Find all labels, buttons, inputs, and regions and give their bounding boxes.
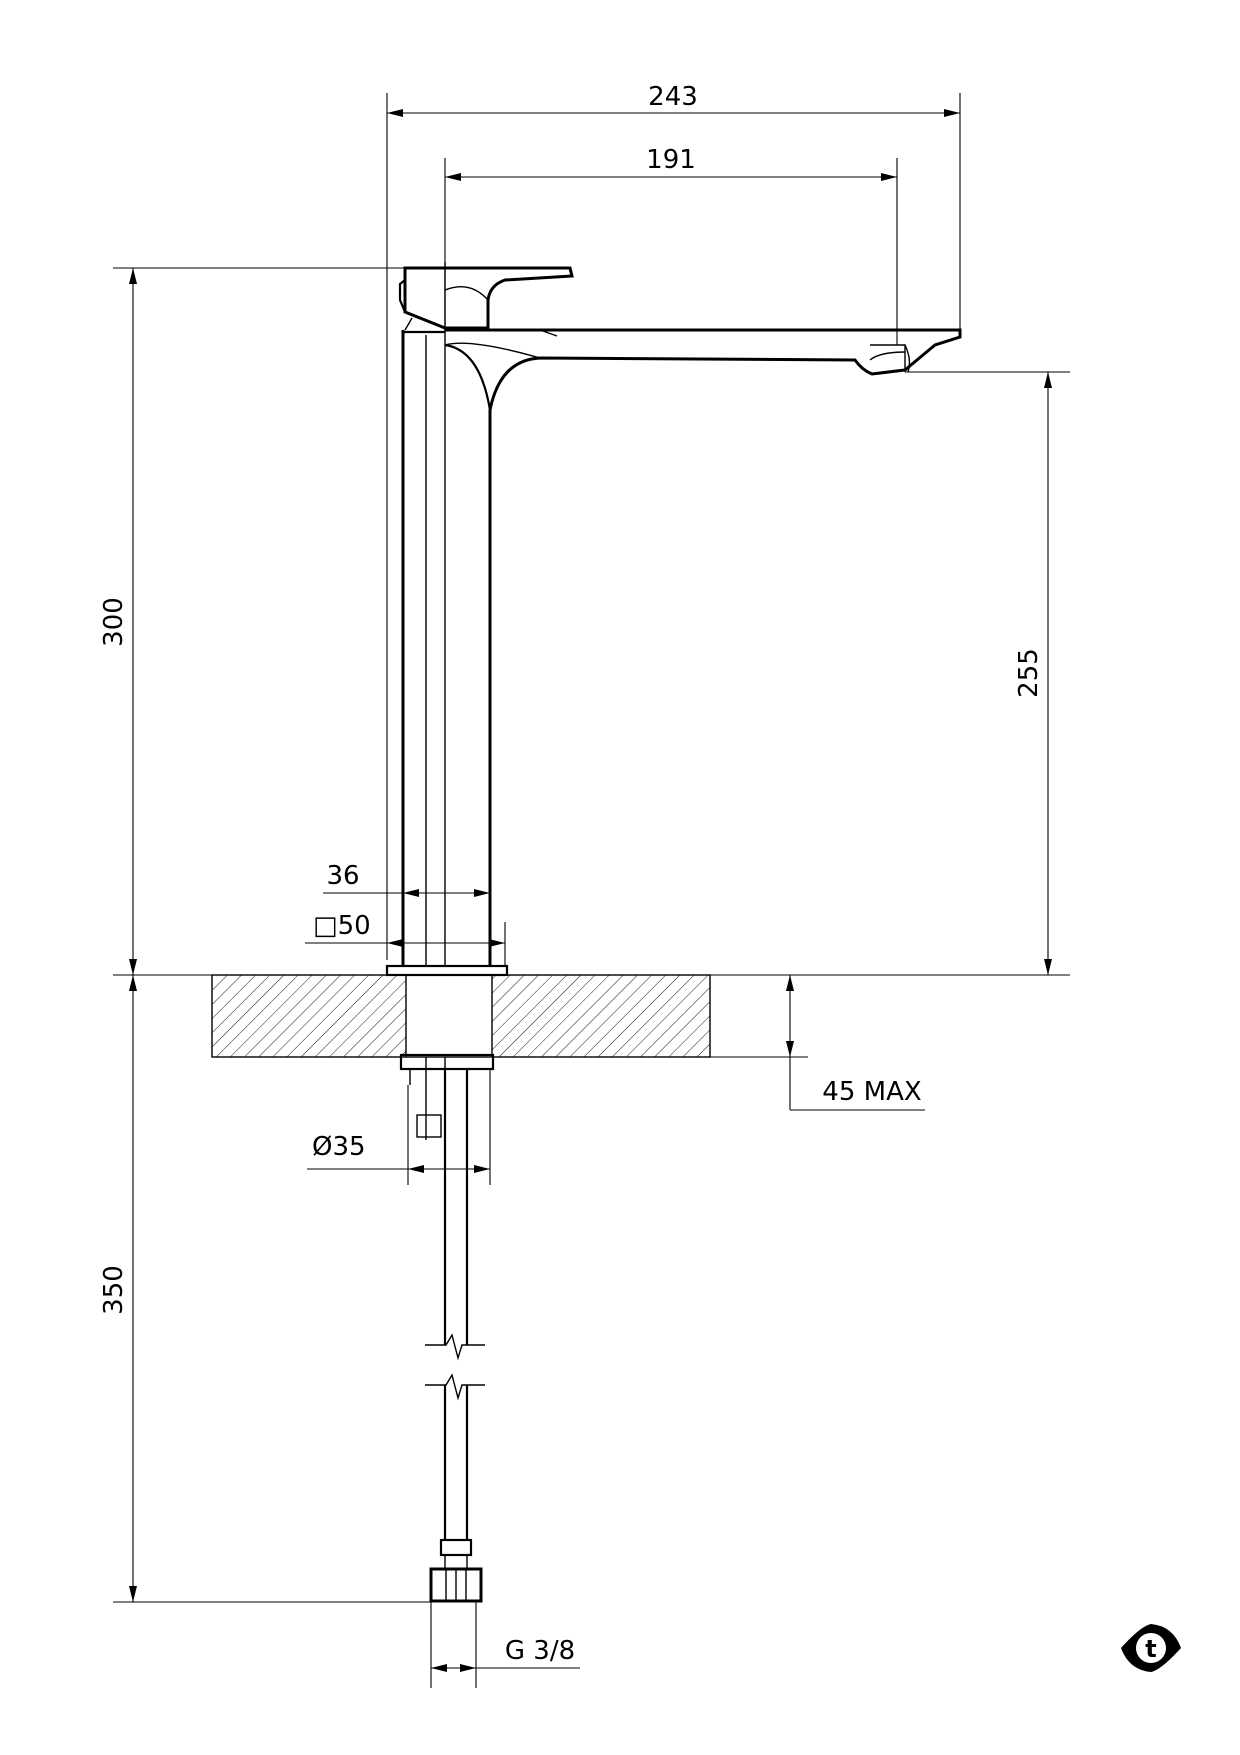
dimension-350 [113,975,431,1603]
dimension-350-label: 350 [99,1265,129,1315]
diameter-symbol: Ø [312,1132,332,1162]
tap-body [385,262,962,977]
dimension-243 [386,93,961,960]
dimension-191-label: 191 [646,145,696,175]
dimension-diameter-35 [307,1069,491,1185]
brand-logo-letter: t [1145,1635,1156,1663]
diameter-35-value: 35 [332,1132,365,1162]
dimension-300 [113,267,405,976]
dimension-g38 [430,1602,580,1688]
square-50-value: 50 [338,911,371,941]
dimension-300-label: 300 [99,597,129,647]
dimension-36 [323,889,490,897]
dimension-45-max-label: 45 MAX [822,1077,921,1107]
dimension-diameter-35-label: Ø35 [312,1132,366,1162]
dimension-243-label: 243 [648,82,698,112]
dimension-191 [444,158,898,345]
dimension-255-label: 255 [1014,648,1044,698]
countertop-section [211,974,711,1058]
dimension-g38-label: G 3/8 [505,1636,575,1666]
dimension-36-label: 36 [326,861,359,891]
under-counter-assembly [399,1053,495,1603]
dimension-45-max [710,974,925,1111]
dimension-square-50-label: □50 [313,911,371,941]
square-symbol: □ [313,911,338,941]
brand-logo-icon: t [1121,1624,1181,1672]
dimension-255 [492,371,1070,976]
dimension-square-50 [305,922,506,966]
